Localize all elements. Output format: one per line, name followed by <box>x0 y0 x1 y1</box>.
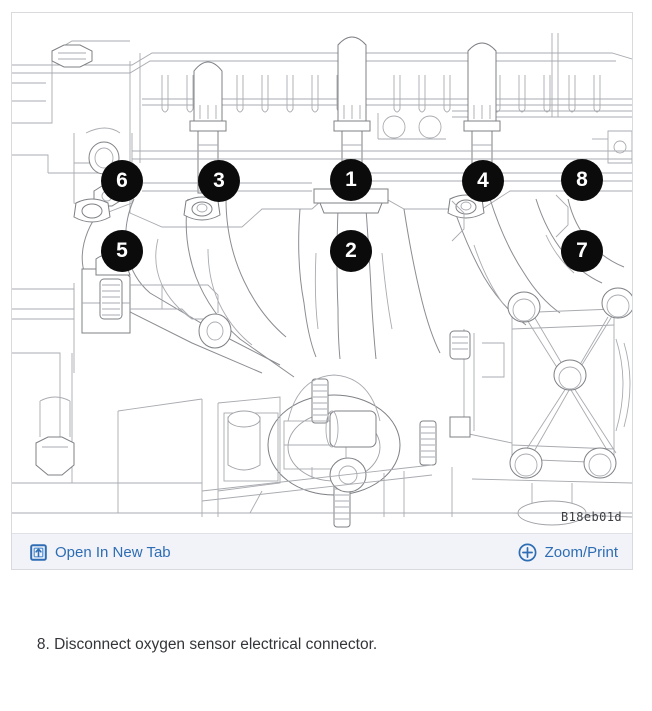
engine-diagram[interactable]: 6 3 1 4 8 5 2 7 B18eb01d <box>12 13 632 533</box>
open-in-new-tab-button[interactable]: Open In New Tab <box>30 534 171 570</box>
figure-watermark: B18eb01d <box>561 510 622 524</box>
step-text: Disconnect oxygen sensor electrical conn… <box>54 636 378 653</box>
open-in-new-tab-icon <box>30 543 47 561</box>
engine-line-drawing <box>12 33 632 528</box>
zoom-print-button[interactable]: Zoom/Print <box>518 534 618 570</box>
callout-1[interactable]: 1 <box>330 159 372 201</box>
callout-3[interactable]: 3 <box>198 160 240 202</box>
callout-6[interactable]: 6 <box>101 160 143 202</box>
list-item: 9. Remove exhaust manifold retaining fas… <box>0 682 652 711</box>
callout-4[interactable]: 4 <box>462 160 504 202</box>
list-item: 8. Disconnect oxygen sensor electrical c… <box>0 607 652 682</box>
step-number: 8. <box>36 636 50 653</box>
callout-7[interactable]: 7 <box>561 230 603 272</box>
callout-8[interactable]: 8 <box>561 159 603 201</box>
procedure-steps-list: 8. Disconnect oxygen sensor electrical c… <box>0 607 652 711</box>
open-in-new-tab-label: Open In New Tab <box>55 543 171 561</box>
callout-2[interactable]: 2 <box>330 230 372 272</box>
figure-toolbar: Open In New Tab Zoom/Print <box>12 533 632 569</box>
callout-5[interactable]: 5 <box>101 230 143 272</box>
zoom-print-label: Zoom/Print <box>544 543 618 561</box>
figure-panel: 6 3 1 4 8 5 2 7 B18eb01d <box>11 12 633 570</box>
plus-circle-icon <box>518 543 537 562</box>
